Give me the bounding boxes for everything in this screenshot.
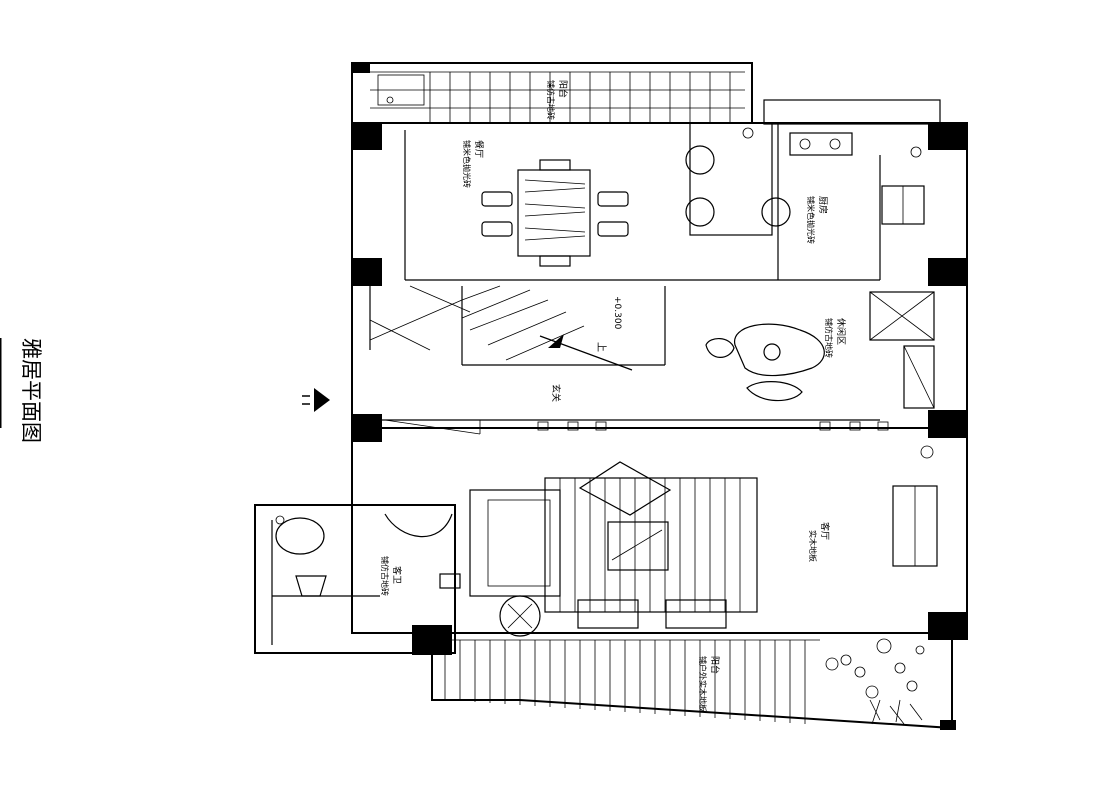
dining-room: 餐厅 铺米色抛光砖 xyxy=(404,130,770,281)
kitchen-island xyxy=(689,122,773,236)
foyer: 玄关 xyxy=(382,384,889,435)
leisure-note: 铺仿古地砖 xyxy=(824,318,834,358)
armchair xyxy=(578,461,672,516)
balcony-top-name: 阳台 xyxy=(557,80,569,98)
bathroom-note: 铺仿古地砖 xyxy=(380,556,390,596)
dining-chair xyxy=(481,191,513,207)
rug xyxy=(544,477,758,613)
kitchen: 厨房 铺米色抛光砖 xyxy=(685,122,925,281)
balcony-bottom-note: 铺户外实木地板 xyxy=(698,656,708,712)
stair-level: +0.300 xyxy=(612,296,622,330)
balcony-bottom-name: 阳台 xyxy=(709,656,721,674)
kitchen-name: 厨房 xyxy=(817,196,829,214)
stair-up-label: 上 xyxy=(595,342,607,352)
dining-chair xyxy=(597,221,629,237)
sofa xyxy=(469,489,561,597)
dining-chair xyxy=(539,159,571,171)
kitchen-note: 铺米色抛光砖 xyxy=(806,196,816,244)
balcony-bottom: 阳台 铺户外实木地板 xyxy=(444,638,925,725)
plant-decoration xyxy=(825,638,925,725)
living-room: 客厅 实木地板 xyxy=(469,445,938,637)
balcony-top-note: 铺仿古地砖 xyxy=(546,80,556,120)
living-note: 实木地板 xyxy=(808,530,818,562)
side-table xyxy=(499,595,541,637)
plan-title: 雅居平面图 xyxy=(0,338,43,443)
staircase: +0.300 上 xyxy=(369,285,666,371)
dining-chair xyxy=(481,221,513,237)
structural-columns xyxy=(352,63,968,730)
bathroom-name: 客卫 xyxy=(391,566,403,584)
armchair xyxy=(665,599,727,629)
dining-chair xyxy=(539,255,571,267)
leisure-area: 休闲区 铺仿古地砖 xyxy=(705,291,935,409)
dining-table xyxy=(517,169,591,257)
dining-note: 铺米色抛光砖 xyxy=(462,140,472,188)
title-text: 雅居平面图 xyxy=(19,338,43,443)
coffee-table xyxy=(607,521,669,571)
entrance-arrow xyxy=(302,388,330,412)
armchair xyxy=(577,599,639,629)
stove xyxy=(789,132,853,156)
living-name: 客厅 xyxy=(819,522,831,540)
dining-name: 餐厅 xyxy=(473,140,485,158)
balcony-top: 阳台 铺仿古地砖 xyxy=(370,71,745,123)
foyer-name: 玄关 xyxy=(550,384,562,402)
leisure-name: 休闲区 xyxy=(835,318,847,345)
dining-chair xyxy=(597,191,629,207)
bathroom: 客卫 铺仿古地砖 xyxy=(271,513,461,645)
